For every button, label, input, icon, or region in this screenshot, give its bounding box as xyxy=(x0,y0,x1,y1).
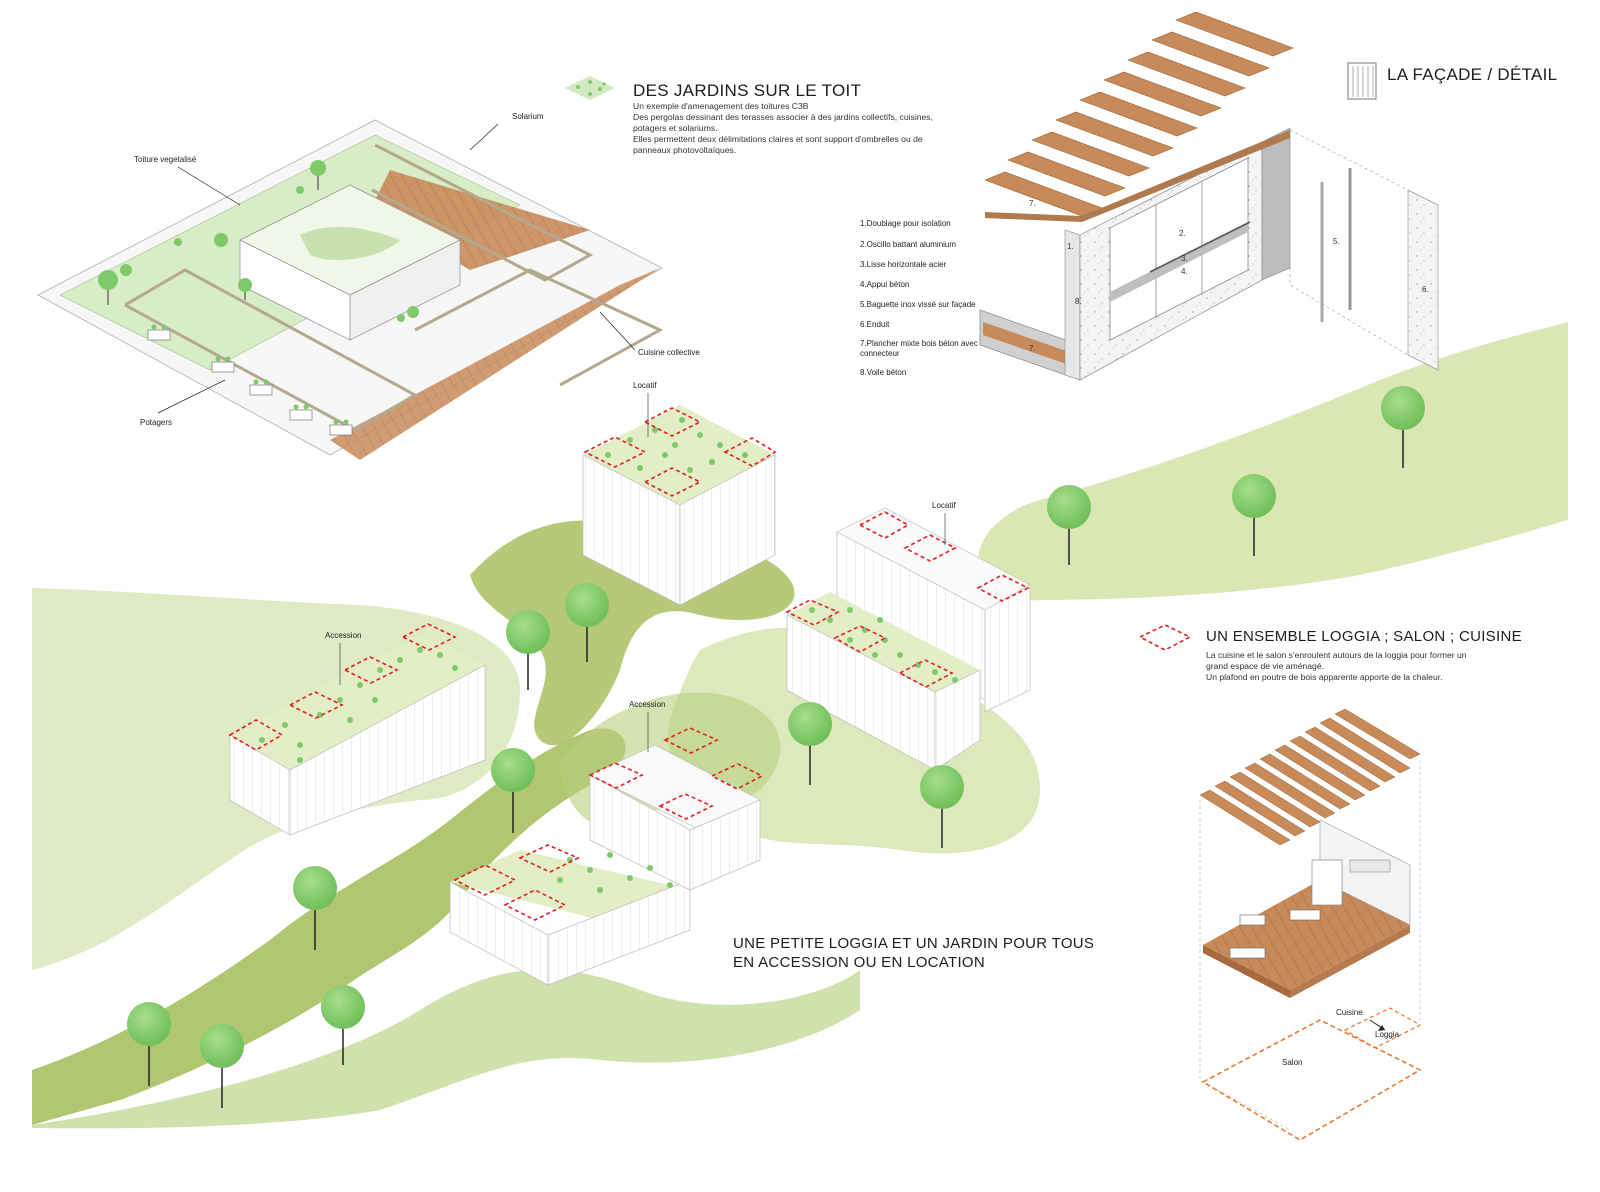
label-solarium: Solarium xyxy=(512,112,544,121)
building-accession-2 xyxy=(449,727,764,986)
facade-marker-8: 8. xyxy=(1075,297,1082,306)
slogan-line-2: EN ACCESSION OU EN LOCATION xyxy=(733,954,986,971)
garden-icon xyxy=(565,76,615,100)
label-accession-2: Accession xyxy=(629,700,666,709)
facade-marker-5: 5. xyxy=(1333,237,1340,246)
tree xyxy=(920,765,964,848)
facade-marker-7-bottom: 7. xyxy=(1029,344,1036,353)
trees xyxy=(127,386,1425,1108)
tree xyxy=(506,610,550,690)
tree xyxy=(1047,485,1091,565)
ensemble-line-2: grand espace de vie aménagé. xyxy=(1206,661,1325,671)
roof-gardens-title: DES JARDINS SUR LE TOIT xyxy=(633,81,862,100)
potager-planters xyxy=(147,329,353,436)
building-locatif-2 xyxy=(785,507,1031,771)
facade-marker-7-top: 7. xyxy=(1029,199,1036,208)
window-sill xyxy=(1110,222,1248,302)
tree xyxy=(491,748,535,833)
plan-loggia xyxy=(1343,1007,1422,1049)
facade-detail xyxy=(979,11,1439,381)
tree xyxy=(1232,474,1276,556)
path-dark-2 xyxy=(32,728,626,1125)
label-cuisine-collective: Cuisine collective xyxy=(638,348,700,357)
label-locatif-2: Locatif xyxy=(932,501,956,510)
slab-wood xyxy=(983,322,1078,368)
ensemble-line-1: La cuisine et le salon s'enroulent autou… xyxy=(1206,650,1467,660)
facade-marker-2: 2. xyxy=(1179,229,1186,238)
exploded-parts xyxy=(1289,129,1439,371)
facade-marker-1: 1. xyxy=(1067,242,1074,251)
ensemble-line-3: Un plafond en poutre de bois apparente a… xyxy=(1206,672,1443,682)
roof-gardens-line-4: Elles permettent deux délimitations clai… xyxy=(633,134,923,144)
meadow-right xyxy=(978,322,1568,601)
tree xyxy=(293,866,337,950)
rooftop-trees xyxy=(98,160,419,322)
tree xyxy=(788,702,832,785)
dashed-loggia-icon xyxy=(1138,624,1192,651)
path-light-band xyxy=(32,969,860,1129)
facade-legend-1: 1.Doublage pour isolation xyxy=(860,219,951,228)
facade-side xyxy=(1261,127,1291,281)
ceiling-beams xyxy=(1199,708,1421,846)
roof-gardens-line-2: Des pergolas dessinant des terasses asso… xyxy=(633,112,933,122)
roof-gardens-line-3: potagers et solariums. xyxy=(633,123,718,133)
facade-legend-6: 6.Enduit xyxy=(860,320,890,329)
rooftop-axonometric xyxy=(36,119,664,460)
facade-icon xyxy=(1347,62,1377,100)
facade-legend-5: 5.Baguette inox vissé sur façade xyxy=(860,300,976,309)
timber-beams xyxy=(984,11,1294,217)
facade-marker-4: 4. xyxy=(1181,267,1188,276)
solarium-deck xyxy=(370,170,590,270)
tree xyxy=(321,985,365,1065)
building-accession-1 xyxy=(228,623,486,836)
facade-legend-8: 8.Voile béton xyxy=(860,368,907,377)
facade-legend-7b: connecteur xyxy=(860,349,900,358)
label-accession-1: Accession xyxy=(325,631,362,640)
roof-terrace-wood xyxy=(330,268,660,460)
tree xyxy=(565,583,609,662)
label-toiture: Toiture vegetalisé xyxy=(134,155,197,164)
tree xyxy=(1381,386,1425,468)
roof-gardens-line-1: Un exemple d'amenagement des toitures C3… xyxy=(633,101,809,111)
facade-legend-3: 3.Lisse horizontale acier xyxy=(860,260,947,269)
label-potagers: Potagers xyxy=(140,418,173,427)
tree xyxy=(200,1024,244,1108)
facade-legend-7: 7.Plancher mixte bois béton avec xyxy=(860,339,978,348)
facade-marker-3: 3. xyxy=(1181,254,1188,263)
ensemble-title: UN ENSEMBLE LOGGIA ; SALON ; CUISINE xyxy=(1206,628,1522,645)
unit-exploded xyxy=(1199,708,1422,1141)
plan-outline xyxy=(1201,1019,1422,1141)
plan-label-cuisine: Cuisine xyxy=(1336,1008,1363,1017)
plan-label-salon: Salon xyxy=(1282,1058,1303,1067)
central-volume-right xyxy=(349,239,461,341)
unit-floor xyxy=(1203,880,1410,990)
facade-legend-2: 2.Oscillo battant aluminium xyxy=(860,240,957,249)
facade-marker-6: 6. xyxy=(1422,285,1429,294)
roof-gardens-line-5: panneaux photovoltaïques. xyxy=(633,145,737,155)
tree xyxy=(127,1002,171,1086)
facade-title: LA FAÇADE / DÉTAIL xyxy=(1387,65,1558,84)
label-locatif-1: Locatif xyxy=(633,381,657,390)
window-area xyxy=(1109,157,1249,341)
facade-legend-4: 4.Appui béton xyxy=(860,280,910,289)
slogan-line-1: UNE PETITE LOGGIA ET UN JARDIN POUR TOUS xyxy=(733,935,1095,952)
plan-label-loggia: Loggia xyxy=(1375,1030,1400,1039)
